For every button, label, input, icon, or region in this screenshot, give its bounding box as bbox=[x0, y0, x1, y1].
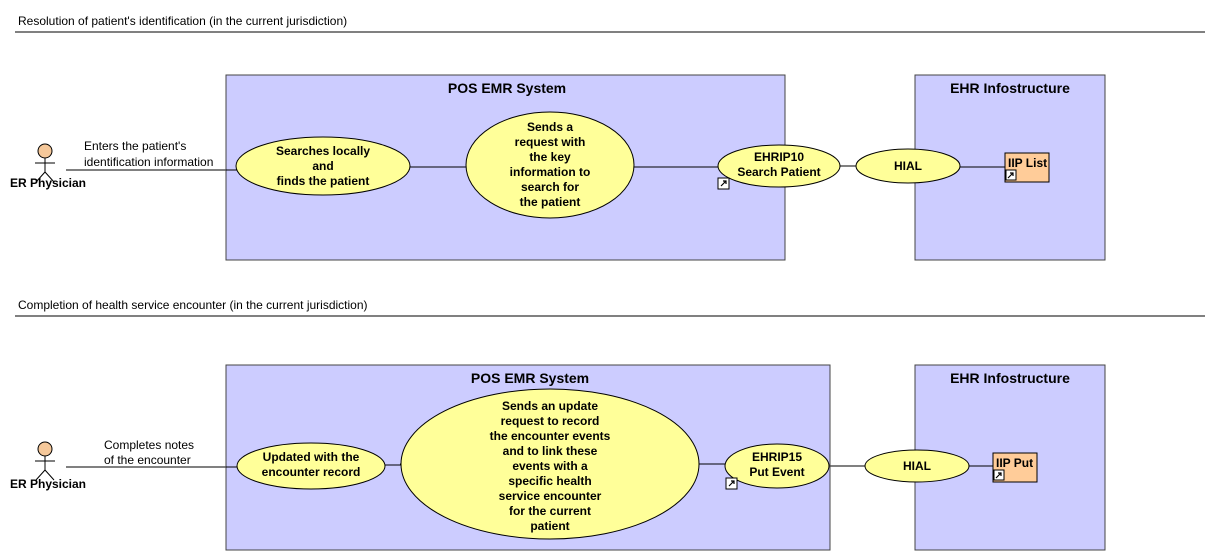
actor-note-line: Enters the patient's bbox=[84, 139, 186, 153]
use-case-send-request[interactable] bbox=[465, 111, 635, 219]
use-case-label: and to link these bbox=[503, 444, 598, 458]
iip-put-component[interactable] bbox=[992, 452, 1038, 483]
actor-head-icon bbox=[37, 441, 53, 457]
use-case-label: Search Patient bbox=[737, 165, 820, 179]
use-case-label: encounter record bbox=[262, 465, 361, 479]
use-case-label: EHRIP15 bbox=[752, 450, 802, 464]
pos-emr-system-title: POS EMR System bbox=[471, 370, 589, 386]
ehr-infostructure-title: EHR Infostructure bbox=[950, 80, 1070, 96]
use-case-label: finds the patient bbox=[277, 174, 370, 188]
component-label: IIP Put bbox=[996, 456, 1033, 470]
actor-label: ER Physician bbox=[10, 176, 86, 190]
use-case-label: Searches locally bbox=[276, 144, 370, 158]
use-case-updated-encounter[interactable] bbox=[236, 442, 386, 490]
use-case-label: patient bbox=[530, 519, 569, 533]
use-case-label: the encounter events bbox=[490, 429, 611, 443]
actor-note-line: of the encounter bbox=[104, 453, 191, 467]
link-shortcut-icon[interactable] bbox=[993, 469, 1005, 481]
actor-head-icon bbox=[37, 143, 53, 159]
use-case-label: Sends a bbox=[527, 120, 573, 134]
use-case-label: information to bbox=[510, 165, 591, 179]
section-title: Completion of health service encounter (… bbox=[18, 298, 368, 312]
use-case-label: EHRIP10 bbox=[754, 150, 804, 164]
use-case-label: Updated with the bbox=[263, 450, 360, 464]
use-case-label: HIAL bbox=[894, 159, 922, 173]
use-case-ehrip10[interactable] bbox=[717, 144, 841, 188]
use-case-label: for the current bbox=[509, 504, 591, 518]
section-resolution: Resolution of patient's identification (… bbox=[10, 14, 1205, 261]
er-physician-actor[interactable] bbox=[35, 441, 55, 481]
pos-emr-system-title: POS EMR System bbox=[448, 80, 566, 96]
actor-note-line: identification information bbox=[84, 155, 213, 169]
use-case-label: request to record bbox=[501, 414, 600, 428]
er-physician-actor[interactable] bbox=[35, 143, 55, 183]
use-case-label: request with bbox=[515, 135, 586, 149]
actor-note-line: Completes notes bbox=[104, 438, 194, 452]
use-case-ehrip15[interactable] bbox=[724, 443, 830, 489]
section-title: Resolution of patient's identification (… bbox=[18, 14, 347, 28]
use-case-hial[interactable] bbox=[855, 148, 961, 184]
use-case-search-locally[interactable] bbox=[235, 136, 411, 196]
use-case-label: the key bbox=[529, 150, 571, 164]
use-case-label: HIAL bbox=[903, 459, 931, 473]
use-case-label: events with a bbox=[512, 459, 588, 473]
use-case-label: specific health bbox=[508, 474, 591, 488]
link-shortcut-icon[interactable] bbox=[717, 177, 730, 190]
actor-label: ER Physician bbox=[10, 477, 86, 491]
use-case-label: service encounter bbox=[499, 489, 602, 503]
link-shortcut-icon[interactable] bbox=[725, 477, 738, 490]
use-case-label: search for bbox=[521, 180, 579, 194]
use-case-label: the patient bbox=[520, 195, 581, 209]
use-case-send-update[interactable] bbox=[400, 388, 700, 540]
use-case-label: Sends an update bbox=[502, 399, 598, 413]
use-case-label: and bbox=[312, 159, 333, 173]
use-case-label: Put Event bbox=[749, 465, 804, 479]
component-label: IIP List bbox=[1008, 156, 1047, 170]
link-shortcut-icon[interactable] bbox=[1005, 169, 1017, 181]
section-completion: Completion of health service encounter (… bbox=[10, 298, 1205, 551]
ehr-infostructure-title: EHR Infostructure bbox=[950, 370, 1070, 386]
